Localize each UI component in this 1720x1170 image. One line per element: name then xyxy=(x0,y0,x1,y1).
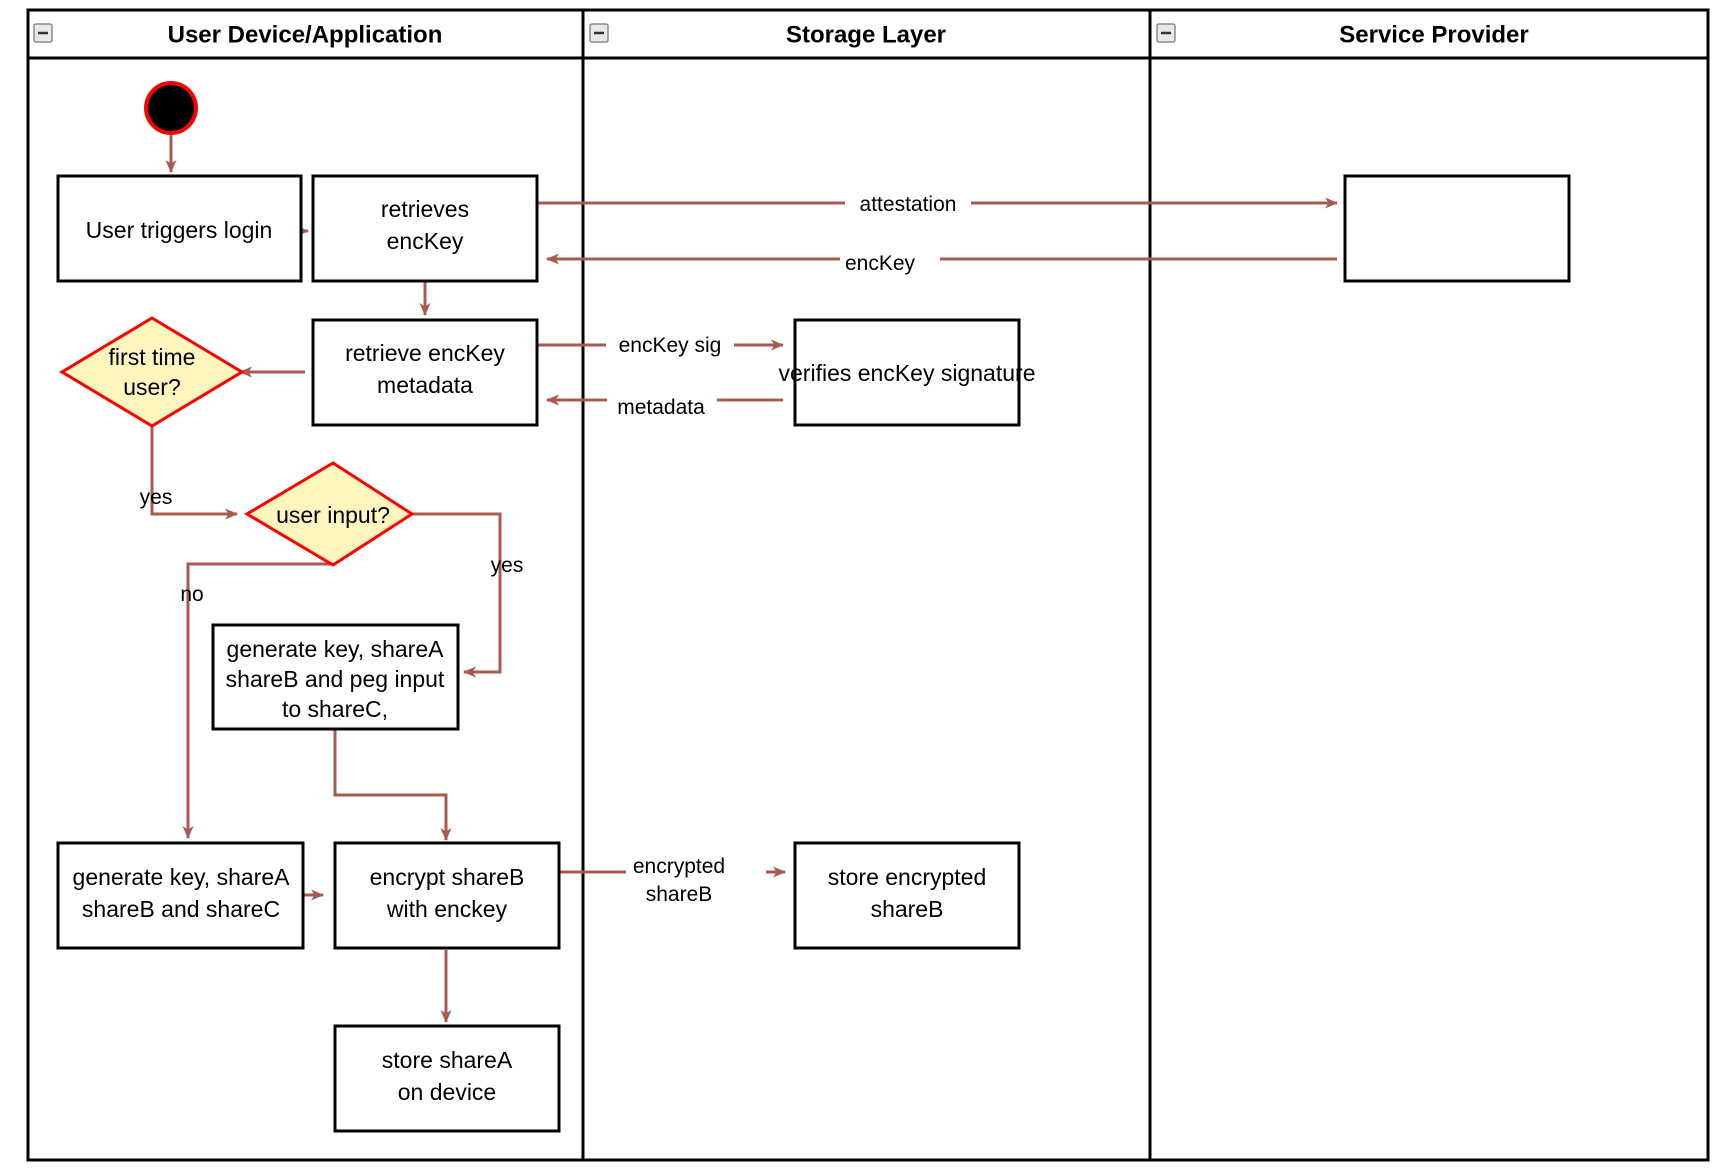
svg-text:shareB and shareC: shareB and shareC xyxy=(82,896,280,922)
edge-label-user-input-yes: yes xyxy=(491,554,524,577)
svg-text:User triggers login: User triggers login xyxy=(86,217,273,243)
svg-text:shareB and peg input: shareB and peg input xyxy=(226,666,445,692)
svg-text:encrypt shareB: encrypt shareB xyxy=(370,864,525,890)
lane-title-service-provider: Service Provider xyxy=(1339,21,1528,48)
node-store-sharea[interactable]: store shareA on device xyxy=(333,1024,561,1133)
svg-text:retrieve encKey: retrieve encKey xyxy=(345,340,505,366)
lane-title-storage: Storage Layer xyxy=(786,21,946,48)
svg-text:no: no xyxy=(180,583,203,606)
lane-title-user-device: User Device/Application xyxy=(168,21,443,48)
svg-text:user?: user? xyxy=(123,374,181,400)
edge-user-input-yes xyxy=(410,512,502,678)
svg-text:on device: on device xyxy=(398,1079,496,1105)
minus-icon[interactable] xyxy=(33,23,53,43)
lane-header-storage[interactable]: Storage Layer xyxy=(589,21,946,48)
svg-text:store encrypted: store encrypted xyxy=(828,864,987,890)
edge-label-first-time-yes: yes xyxy=(140,486,173,509)
svg-text:shareB: shareB xyxy=(871,896,944,922)
lane-header-user-device[interactable]: User Device/Application xyxy=(33,21,443,48)
edge-peg-encrypt xyxy=(333,729,452,841)
node-generate-key-peg[interactable]: generate key, shareA shareB and peg inpu… xyxy=(211,623,460,731)
svg-text:encKey: encKey xyxy=(387,228,464,254)
svg-text:store shareA: store shareA xyxy=(382,1047,513,1073)
svg-text:metadata: metadata xyxy=(617,396,705,419)
node-generate-key-shares[interactable]: generate key, shareA shareB and shareC xyxy=(56,841,305,950)
edge-first-time-yes xyxy=(150,419,238,520)
svg-text:shareB: shareB xyxy=(646,883,713,906)
edge-label-encrypted-shareb: encrypted shareB xyxy=(626,848,766,906)
svg-text:generate key, shareA: generate key, shareA xyxy=(227,636,445,662)
node-first-time-user[interactable]: first time user? xyxy=(59,316,245,428)
svg-text:metadata: metadata xyxy=(377,372,473,398)
svg-text:to shareC,: to shareC, xyxy=(282,696,388,722)
node-verifies-enckey-signature[interactable]: verifies encKey signature xyxy=(779,318,1036,427)
edge-label-user-input-no: no xyxy=(180,583,203,606)
svg-text:first time: first time xyxy=(109,344,196,370)
node-user-triggers-login[interactable]: User triggers login xyxy=(56,174,303,283)
edge-label-metadata: metadata xyxy=(607,391,717,419)
svg-text:with enckey: with enckey xyxy=(386,896,508,922)
start-node[interactable] xyxy=(144,81,198,135)
svg-text:encKey: encKey xyxy=(845,252,916,275)
svg-text:yes: yes xyxy=(140,486,173,509)
svg-text:retrieves: retrieves xyxy=(381,196,469,222)
edge-label-enckey: encKey xyxy=(840,247,940,275)
minus-icon[interactable] xyxy=(589,23,609,43)
svg-text:encKey sig: encKey sig xyxy=(619,334,722,357)
lane-header-service-provider[interactable]: Service Provider xyxy=(1156,21,1529,48)
minus-icon[interactable] xyxy=(1156,23,1176,43)
node-retrieves-enckey[interactable]: retrieves encKey xyxy=(311,174,539,283)
svg-text:generate key, shareA: generate key, shareA xyxy=(73,864,291,890)
svg-text:yes: yes xyxy=(491,554,524,577)
edge-label-enckey-sig: encKey sig xyxy=(606,330,734,358)
edge-user-input-no xyxy=(182,562,333,839)
node-retrieve-enckey-metadata[interactable]: retrieve encKey metadata xyxy=(311,318,539,427)
svg-text:encrypted: encrypted xyxy=(633,855,725,878)
node-store-encrypted-shareb[interactable]: store encrypted shareB xyxy=(793,841,1021,950)
node-verifies-user-login[interactable] xyxy=(1343,174,1571,283)
svg-text:attestation: attestation xyxy=(860,193,957,216)
node-user-input[interactable]: user input? xyxy=(244,461,415,567)
svg-text:user input?: user input? xyxy=(276,502,390,528)
node-encrypt-shareb[interactable]: encrypt shareB with enckey xyxy=(333,841,561,950)
svg-text:verifies encKey signature: verifies encKey signature xyxy=(779,360,1036,386)
edge-label-attestation: attestation xyxy=(845,188,971,216)
